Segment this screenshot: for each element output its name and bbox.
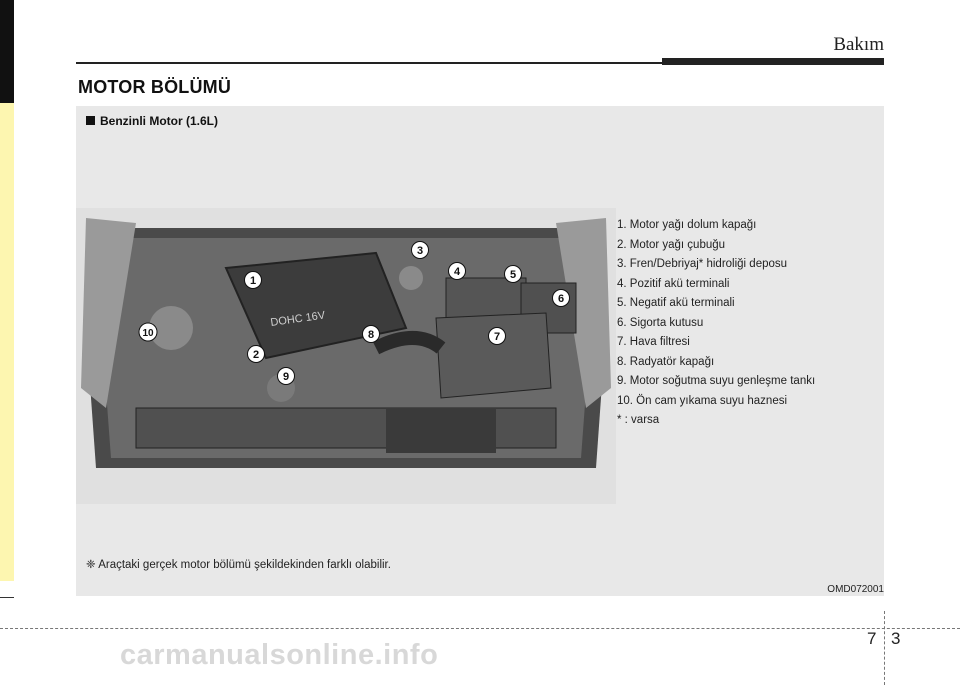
callout-4: 4 [448,262,466,280]
callout-label: 8 [368,329,374,341]
callout-label: 10 [142,328,154,339]
callout-9: 9 [277,367,295,385]
panel-subtitle-text: Benzinli Motor (1.6L) [100,114,218,128]
side-tab-yellow [0,103,14,581]
side-divider [0,597,14,598]
callout-8: 8 [362,325,380,343]
engine-panel: Benzinli Motor (1.6L) DOHC 16V 1 2 3 4 5… [76,106,884,596]
legend-item: 1. Motor yağı dolum kapağı [617,219,757,231]
section-label: Bakım [833,34,884,55]
callout-1: 1 [244,271,262,289]
side-tab-black [0,0,14,103]
parts-legend: 1. Motor yağı dolum kapağı 2. Motor yağı… [617,216,877,431]
callout-label: 2 [253,349,259,361]
callout-2: 2 [247,345,265,363]
callout-5: 5 [504,265,522,283]
legend-item: 5. Negatif akü terminali [617,297,735,309]
engine-bay-illustration: DOHC 16V 1 2 3 4 5 6 7 8 9 10 [76,208,616,504]
page-number: 3 [891,629,901,648]
callout-label: 3 [417,245,423,257]
bullet-square-icon [86,116,95,125]
callout-6: 6 [552,289,570,307]
callout-label: 9 [283,371,289,383]
panel-subtitle: Benzinli Motor (1.6L) [86,114,218,128]
callout-label: 7 [494,331,500,343]
legend-item: 4. Pozitif akü terminali [617,277,730,290]
legend-item: 10. Ön cam yıkama suyu haznesi [617,394,788,407]
disclaimer-note: ❈ Araçtaki gerçek motor bölümü şekildeki… [86,559,391,571]
callout-7: 7 [488,327,506,345]
legend-item: 3. Fren/Debriyaj* hidroliği deposu [617,258,788,270]
callout-label: 5 [510,269,516,281]
legend-item: 9. Motor soğutma suyu genleşme tankı [617,375,816,387]
watermark: carmanualsonline.info [120,639,439,671]
callout-label: 1 [250,275,256,287]
callout-label: 6 [558,293,564,305]
header-rule-thick [662,58,884,65]
footer-dashed-divider [884,611,885,685]
legend-item: 6. Sigorta kutusu [617,316,704,329]
header-rule [76,62,662,64]
callout-10: 10 [138,322,158,342]
legend-item: 7. Hava filtresi [617,336,690,348]
legend-item: 2. Motor yağı çubuğu [617,238,726,251]
callout-3: 3 [411,241,429,259]
legend-footnote: * : varsa [617,414,660,426]
page-title: MOTOR BÖLÜMÜ [78,77,232,97]
callout-label: 4 [454,266,461,278]
footer-dashed-rule [0,628,960,629]
chapter-number: 7 [867,629,877,648]
figure-code: OMD072001 [827,584,884,595]
legend-item: 8. Radyatör kapağı [617,355,715,368]
